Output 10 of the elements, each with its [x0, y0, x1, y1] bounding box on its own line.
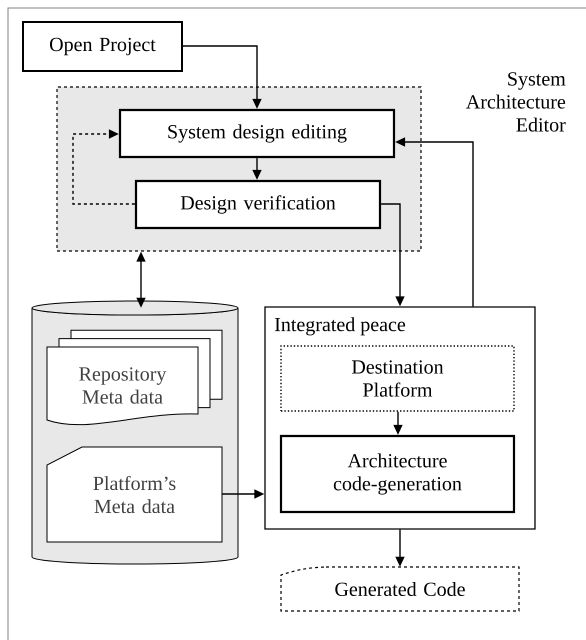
node-label: System Architecture Editor [466, 72, 566, 132]
process-box: Architecture code-generation [280, 434, 516, 514]
platform-box: Destination Platform [280, 345, 515, 412]
process-box: System design editing [118, 108, 396, 158]
process-box: Open Project [22, 21, 183, 72]
output-box: Generated Code [280, 566, 520, 612]
document-stack: Repository Meta data [46, 330, 222, 426]
process-box: Design verification [134, 180, 382, 230]
data-card: Platform’s Meta data [46, 446, 222, 542]
arrow [72, 129, 135, 205]
